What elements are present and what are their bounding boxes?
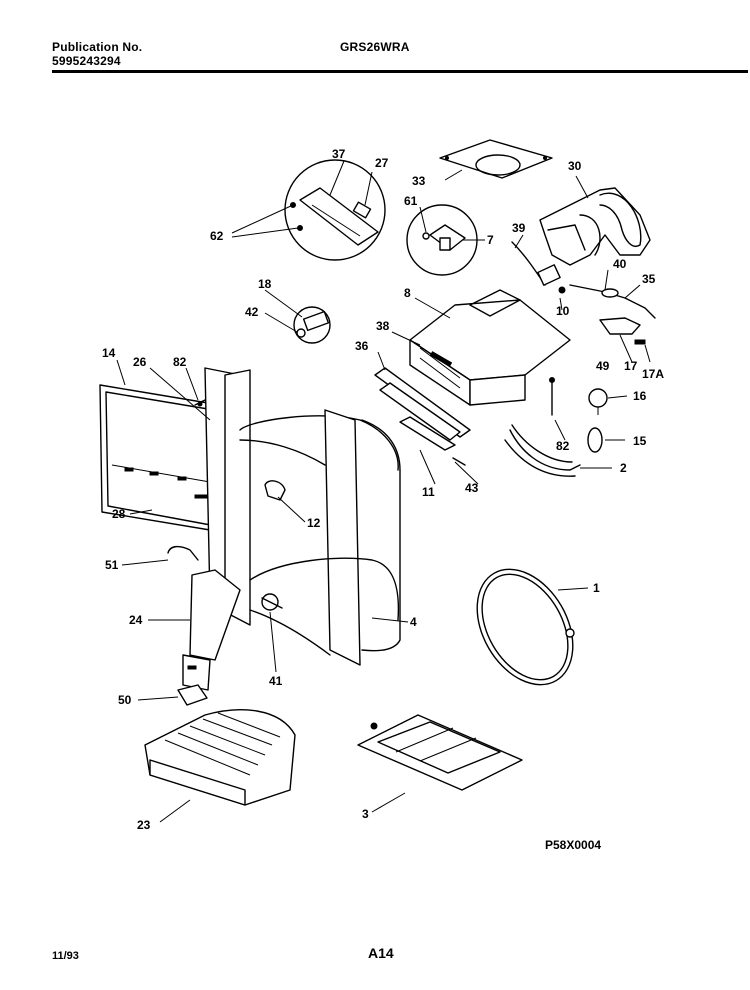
callout-17a: 17A (642, 367, 664, 381)
callout-8: 8 (404, 286, 411, 300)
callout-12: 12 (307, 516, 321, 530)
callout-39: 39 (512, 221, 526, 235)
callout-82-left: 82 (173, 355, 187, 369)
callout-23: 23 (137, 818, 151, 832)
callout-26: 26 (133, 355, 147, 369)
callout-38: 38 (376, 319, 390, 333)
callout-24: 24 (129, 613, 143, 627)
inset-61-7 (406, 204, 478, 276)
callout-10: 10 (556, 304, 570, 318)
callout-30: 30 (568, 159, 582, 173)
callout-50: 50 (118, 693, 132, 707)
part-41-motor (261, 593, 283, 611)
callout-43: 43 (465, 481, 479, 495)
callout-3: 3 (362, 807, 369, 821)
callout-17: 17 (624, 359, 638, 373)
part-35-wire (569, 284, 656, 345)
callout-62: 62 (210, 229, 224, 243)
publication-number: 5995243294 (52, 54, 121, 68)
part-82-screws (194, 377, 555, 416)
callout-36: 36 (355, 339, 369, 353)
part-30-duct (539, 187, 651, 266)
footer-date: 11/93 (52, 950, 79, 962)
part-3-plate (357, 714, 523, 791)
callout-42: 42 (245, 305, 259, 319)
part-2-harness (504, 424, 581, 477)
part-12-clip (264, 480, 286, 501)
callout-49: 49 (596, 359, 610, 373)
part-24-chute (182, 569, 241, 691)
callout-33: 33 (412, 174, 426, 188)
part-14-panel (99, 384, 223, 533)
part-51-hook (167, 545, 199, 561)
part-36-bracket (374, 367, 471, 441)
callout-numbers: 33 30 37 27 62 61 7 39 40 35 10 8 38 36 … (102, 147, 664, 832)
figure-code: P58X0004 (545, 838, 602, 852)
callout-14: 14 (102, 346, 116, 360)
part-15-lamp (587, 427, 603, 453)
part-1-gasket (476, 568, 575, 686)
part-23-tray (144, 709, 296, 806)
publication-label: Publication No. (52, 40, 143, 54)
callout-27: 27 (375, 156, 389, 170)
part-39-thermostat (511, 241, 566, 294)
callout-28: 28 (112, 507, 126, 521)
part-18-switch (293, 306, 331, 344)
model-number: GRS26WRA (340, 40, 410, 54)
callout-51: 51 (105, 558, 119, 572)
header-rule (52, 70, 748, 73)
callout-15: 15 (633, 434, 647, 448)
callout-61: 61 (404, 194, 418, 208)
inset-37-27 (284, 159, 386, 261)
leader-lines (116, 160, 651, 823)
callout-4: 4 (410, 615, 417, 629)
callout-41: 41 (269, 674, 283, 688)
callout-11: 11 (422, 485, 435, 499)
callout-82-right: 82 (556, 439, 570, 453)
callout-2: 2 (620, 461, 627, 475)
part-8-control-housing (409, 289, 571, 406)
page-number: A14 (368, 945, 394, 961)
part-33-top-plate (439, 139, 553, 179)
part-43-screw (452, 457, 466, 466)
callout-16: 16 (633, 389, 647, 403)
callout-1: 1 (593, 581, 600, 595)
callout-40: 40 (613, 257, 627, 271)
callout-35: 35 (642, 272, 656, 286)
callout-37: 37 (332, 147, 346, 161)
part-50-block (177, 684, 208, 706)
callout-7: 7 (487, 233, 494, 247)
part-4-tub (204, 367, 401, 666)
part-11-plate (399, 416, 456, 451)
part-16-socket (588, 388, 608, 415)
callout-18: 18 (258, 277, 272, 291)
